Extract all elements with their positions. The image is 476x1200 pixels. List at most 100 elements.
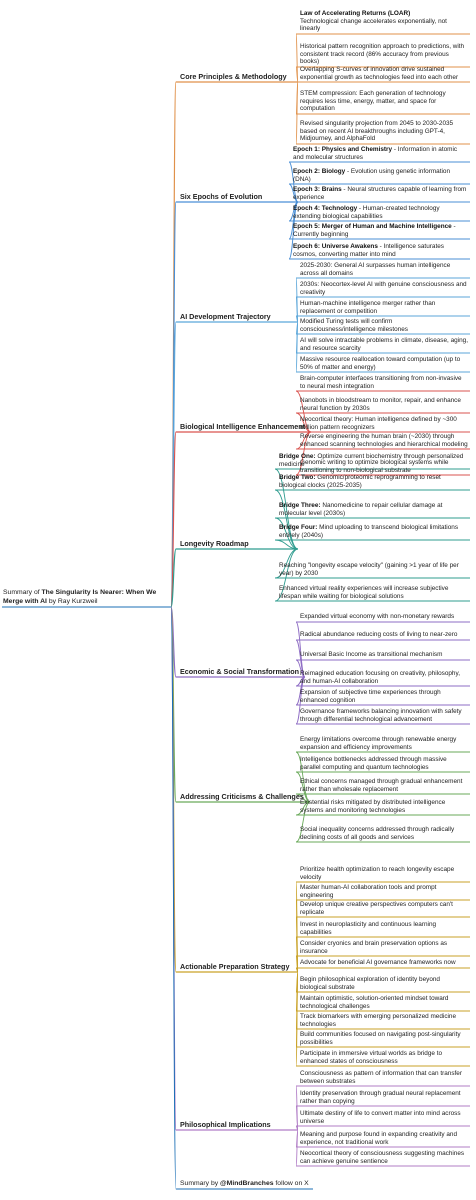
branch-node: Philosophical Implications: [180, 1120, 271, 1129]
root-node: Summary of The Singularity Is Nearer: Wh…: [3, 588, 173, 606]
leaf-connector: [295, 881, 299, 973]
leaf-node: Revised singularity projection from 2045…: [300, 120, 468, 143]
leaf-node: Neocortical theory of consciousness sugg…: [300, 1150, 468, 1165]
leaf-bold-text: Law of Accelerating Returns (LOAR): [300, 10, 411, 17]
branch-connector: [170, 321, 177, 608]
branch-node: AI Development Trajectory: [180, 312, 271, 321]
leaf-node: Invest in neuroplasticity and continuous…: [300, 921, 468, 936]
branch-connector: [170, 606, 177, 973]
leaf-text: Ultimate destiny of life to convert matt…: [300, 1110, 461, 1125]
leaf-text: Overlapping S-curves of innovation drive…: [300, 66, 459, 81]
leaf-text: Prioritize health optimization to reach …: [300, 866, 455, 881]
leaf-connector: [295, 277, 299, 323]
leaf-text: Advocate for beneficial AI governance fr…: [300, 959, 456, 966]
leaf-node: Epoch 3: Brains - Neural structures capa…: [293, 186, 467, 201]
root-title: The Singularity Is Nearer: When We Merge…: [3, 589, 157, 605]
leaf-text: Currently beginning: [293, 230, 349, 238]
leaf-node: Expansion of subjective time experiences…: [300, 689, 468, 704]
leaf-text: Neocortical theory: Human intelligence d…: [300, 416, 457, 431]
leaf-connector: [295, 321, 299, 373]
leaf-text: Brain-computer interfaces transitioning …: [300, 375, 462, 390]
leaf-connector: [295, 936, 299, 973]
leaf-node: Master human-AI collaboration tools and …: [300, 884, 468, 899]
branch-node: Actionable Preparation Strategy: [180, 962, 290, 971]
leaf-text: Genomic/proteomic reprogramming to reset…: [279, 474, 441, 489]
leaf-connector: [295, 81, 299, 115]
leaf-text: Governance frameworks balancing innovati…: [300, 708, 462, 723]
footer-handle: @MindBranches: [220, 1180, 274, 1187]
footer-connector: [170, 606, 177, 1190]
leaf-connector: [295, 1129, 299, 1167]
branch-connector: [170, 201, 177, 608]
leaf-text: Universal Basic Income as transitional m…: [300, 651, 443, 658]
leaf-text: Massive resource reallocation toward com…: [300, 356, 461, 371]
leaf-node: Governance frameworks balancing innovati…: [300, 708, 468, 723]
leaf-bold-text: Bridge Three:: [279, 502, 321, 509]
leaf-text: Neural structures capable of learning fr…: [293, 186, 467, 201]
leaf-text: STEM compression: Each generation of tec…: [300, 90, 446, 113]
leaf-node: Genomic writing to optimize biological s…: [300, 459, 468, 474]
root-suffix: by Ray Kurzweil: [46, 598, 98, 605]
leaf-node: Participate in immersive virtual worlds …: [300, 1050, 468, 1065]
leaf-text: Begin philosophical exploration of ident…: [300, 976, 440, 991]
leaf-text: Evolution using genetic information (DNA…: [293, 168, 451, 183]
root-prefix: Summary of: [3, 589, 42, 596]
leaf-node: Brain-computer interfaces transitioning …: [300, 375, 468, 390]
leaf-connector: [295, 33, 299, 83]
leaf-node: Bridge Two: Genomic/proteomic reprogramm…: [279, 474, 468, 489]
leaf-text: Information in atomic and molecular stru…: [293, 146, 458, 161]
leaf-text: Neocortical theory of consciousness sugg…: [300, 1150, 465, 1165]
leaf-connector: [295, 321, 299, 354]
leaf-node: Epoch 4: Technology - Human-created tech…: [293, 205, 440, 220]
branch-connector: [170, 606, 177, 1131]
leaf-node: Track biomarkers with emerging personali…: [300, 1013, 468, 1028]
leaf-connector: [295, 971, 299, 1030]
leaf-node: Epoch 2: Biology - Evolution using genet…: [293, 168, 451, 183]
leaf-node: Begin philosophical exploration of ident…: [300, 976, 468, 991]
leaf-node: Reaching "longevity escape velocity" (ga…: [279, 562, 468, 577]
leaf-node: Consider cryonics and brain preservation…: [300, 940, 468, 955]
leaf-text: Expanded virtual economy with non-moneta…: [300, 613, 455, 620]
leaf-connector: [295, 971, 299, 1048]
leaf-text: Nanobots in bloodstream to monitor, repa…: [300, 397, 461, 412]
leaf-bold-text: Epoch 5: Merger of Human and Machine Int…: [293, 223, 452, 230]
leaf-node: Develop unique creative perspectives com…: [300, 901, 468, 916]
leaf-text: Develop unique creative perspectives com…: [300, 901, 453, 916]
leaf-connector: [295, 321, 299, 335]
leaf-node: Bridge Three: Nanomedicine to repair cel…: [279, 502, 468, 517]
leaf-node: Ethical concerns managed through gradual…: [300, 778, 468, 793]
leaf-connector: [295, 1125, 299, 1131]
leaf-node: AI will solve intractable problems in cl…: [300, 337, 468, 352]
leaf-node: Reimagined education focusing on creativ…: [300, 670, 468, 685]
leaf-text: Reverse engineering the human brain (~20…: [300, 433, 468, 448]
branch-connector: [170, 606, 177, 678]
leaf-node: Expanded virtual economy with non-moneta…: [300, 613, 468, 621]
leaf-connector: [295, 971, 299, 993]
leaf-bold-text: Epoch 6: Universe Awakens: [293, 243, 378, 250]
leaf-connector: [295, 315, 299, 323]
leaf-bold-text: Epoch 4: Technology: [293, 205, 358, 212]
leaf-text: Technological change accelerates exponen…: [300, 17, 447, 33]
leaf-text: Enhanced virtual reality experiences wil…: [279, 585, 449, 600]
leaf-text: Expansion of subjective time experiences…: [300, 689, 441, 704]
branch-node: Core Principles & Methodology: [180, 72, 287, 81]
leaf-bold-text: Bridge Two:: [279, 474, 316, 481]
leaf-connector: [295, 916, 299, 973]
leaf-node: Overlapping S-curves of innovation drive…: [300, 66, 468, 81]
leaf-bold-text: Epoch 3: Brains: [293, 186, 342, 193]
leaf-text: Build communities focused on navigating …: [300, 1031, 461, 1046]
leaf-node: Radical abundance reducing costs of livi…: [300, 631, 468, 639]
leaf-node: Ultimate destiny of life to convert matt…: [300, 1110, 468, 1125]
leaf-node: Enhanced virtual reality experiences wil…: [279, 585, 468, 600]
leaf-node: Bridge Four: Mind uploading to transcend…: [279, 524, 468, 539]
leaf-node: Human-machine intelligence merger rather…: [300, 300, 468, 315]
leaf-connector: [295, 971, 299, 1067]
branch-connector: [170, 606, 177, 803]
leaf-node: Consciousness as pattern of information …: [300, 1070, 468, 1085]
leaf-text: Modified Turing tests will confirm consc…: [300, 318, 408, 333]
leaf-node: Historical pattern recognition approach …: [300, 43, 468, 66]
leaf-node: Social inequality concerns addressed thr…: [300, 826, 468, 841]
leaf-node: Intelligence bottlenecks addressed throu…: [300, 756, 468, 771]
branch-node: Six Epochs of Evolution: [180, 192, 263, 201]
leaf-node: 2030s: Neocortex-level AI with genuine c…: [300, 281, 468, 296]
